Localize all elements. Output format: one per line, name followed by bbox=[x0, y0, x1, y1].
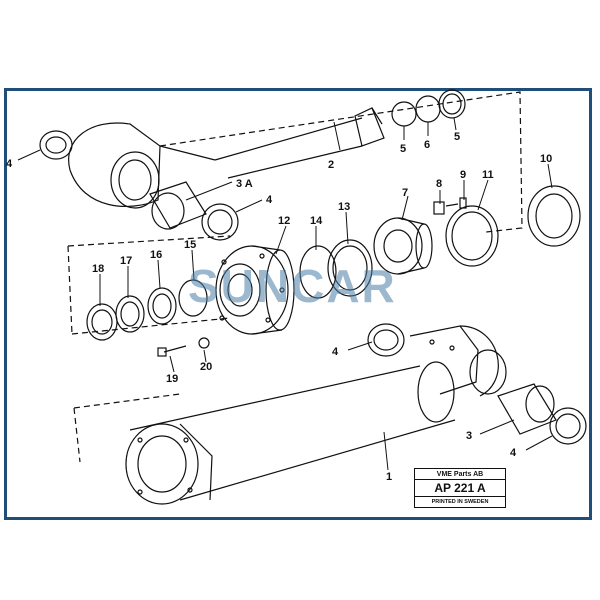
callout-8: 8 bbox=[436, 178, 442, 190]
callout-14: 14 bbox=[310, 215, 323, 227]
parts-19-20-screw-washer bbox=[157, 337, 210, 357]
title-block-publisher: VME Parts AB bbox=[415, 469, 505, 480]
callout-17: 17 bbox=[120, 255, 132, 267]
group-bracket-top bbox=[159, 91, 523, 233]
title-block: VME Parts AB AP 221 A PRINTED IN SWEDEN bbox=[414, 468, 506, 508]
callout-12: 12 bbox=[278, 215, 290, 227]
callout-6: 6 bbox=[424, 139, 430, 151]
callout-9: 9 bbox=[460, 169, 466, 181]
callout-5-right: 5 bbox=[454, 131, 460, 143]
part-3-bushing bbox=[497, 383, 557, 435]
callout-20: 20 bbox=[200, 361, 212, 373]
callout-10: 10 bbox=[540, 153, 552, 165]
group-bracket-bottom bbox=[73, 393, 181, 463]
parts-15-18-rod-seals bbox=[86, 279, 208, 341]
callout-5-left: 5 bbox=[400, 143, 406, 155]
part-10-bearing-ring bbox=[527, 185, 581, 247]
part-2-piston-rod bbox=[214, 107, 385, 179]
callout-18: 18 bbox=[92, 263, 104, 275]
title-block-code: AP 221 A bbox=[415, 480, 505, 497]
part-3a-bushing bbox=[149, 181, 207, 230]
callout-4-mid: 4 bbox=[266, 194, 273, 206]
title-block-printed: PRINTED IN SWEDEN bbox=[431, 499, 489, 505]
part-2-rod-eye bbox=[68, 122, 216, 209]
callout-19: 19 bbox=[166, 373, 178, 385]
callout-16: 16 bbox=[150, 249, 162, 261]
parts-13-14-head-seals bbox=[299, 239, 373, 299]
part-11-split-ring bbox=[445, 205, 499, 267]
callout-4-top-left: 4 bbox=[6, 158, 13, 170]
callout-4-bottom: 4 bbox=[510, 447, 517, 459]
callout-3a: 3 A bbox=[236, 178, 253, 190]
group-bracket-middle bbox=[67, 235, 231, 335]
callout-7: 7 bbox=[402, 187, 408, 199]
callout-15: 15 bbox=[184, 239, 196, 251]
part-4-ring-bottom bbox=[549, 407, 587, 445]
part-12-cylinder-head bbox=[215, 245, 295, 335]
part-4-ring-top-left bbox=[39, 130, 73, 160]
callout-13: 13 bbox=[338, 201, 350, 213]
callout-2: 2 bbox=[328, 159, 334, 171]
parts-8-9-nut-and-screw bbox=[433, 197, 467, 215]
part-4-ring-mid bbox=[201, 203, 239, 241]
callout-11: 11 bbox=[482, 169, 494, 181]
callout-1: 1 bbox=[386, 471, 392, 483]
parts-5-6-rod-rings bbox=[391, 89, 466, 127]
watermark-text: SUNCAR bbox=[188, 260, 397, 312]
callout-4-center: 4 bbox=[332, 346, 339, 358]
part-4-ring-center bbox=[367, 323, 405, 357]
callout-3: 3 bbox=[466, 430, 472, 442]
part-1-cylinder-tube bbox=[125, 325, 507, 505]
leader-lines bbox=[17, 117, 553, 471]
